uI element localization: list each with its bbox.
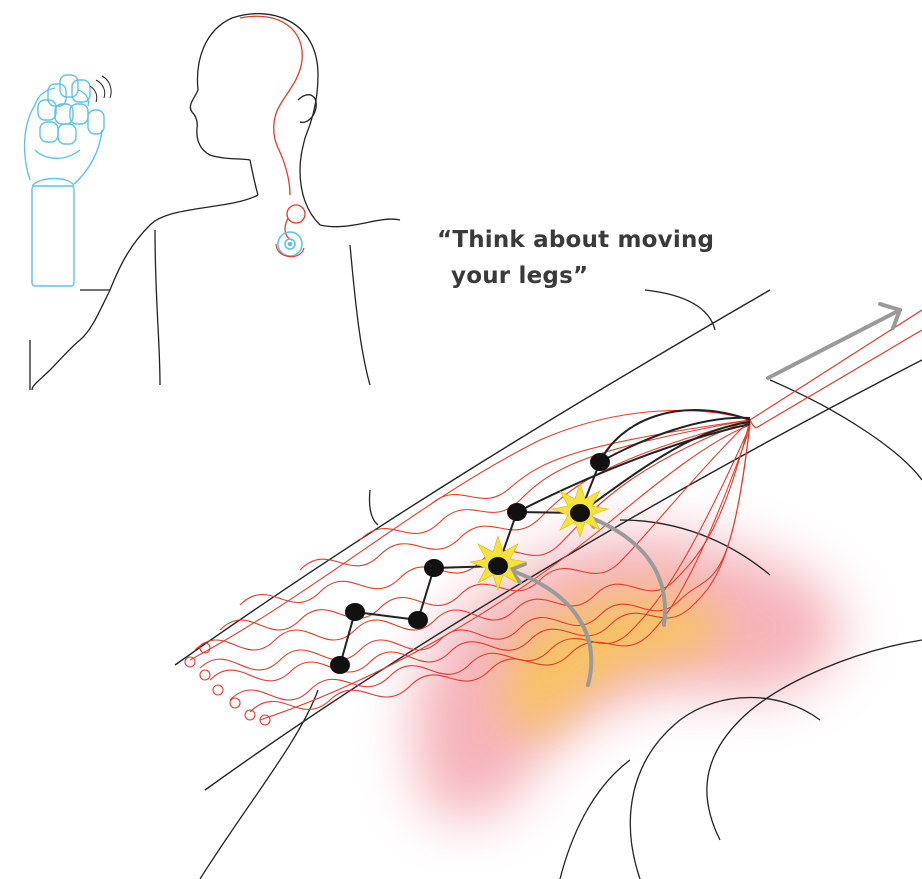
electrode-dot — [570, 504, 590, 522]
electrode-dot — [345, 603, 365, 621]
prosthetic-hand — [25, 75, 104, 286]
electrode-dot — [408, 611, 428, 629]
motion-lines — [90, 76, 111, 102]
thought-caption: “Think about moving your legs” — [437, 222, 777, 294]
caption-line-1: “Think about moving — [437, 222, 777, 258]
electrode-dot — [507, 503, 527, 521]
electrode-dot — [424, 559, 444, 577]
implant-lead — [240, 16, 305, 240]
electrode-dot — [488, 557, 508, 575]
electrode-dot — [590, 453, 610, 471]
lead-wire — [750, 310, 922, 428]
human-figure — [30, 14, 400, 390]
implant-device — [278, 232, 302, 256]
arrow-up-right-icon — [768, 310, 900, 378]
brain-activity-glow — [414, 535, 841, 819]
electrode-dot — [330, 656, 350, 674]
caption-line-2: your legs” — [437, 258, 777, 294]
